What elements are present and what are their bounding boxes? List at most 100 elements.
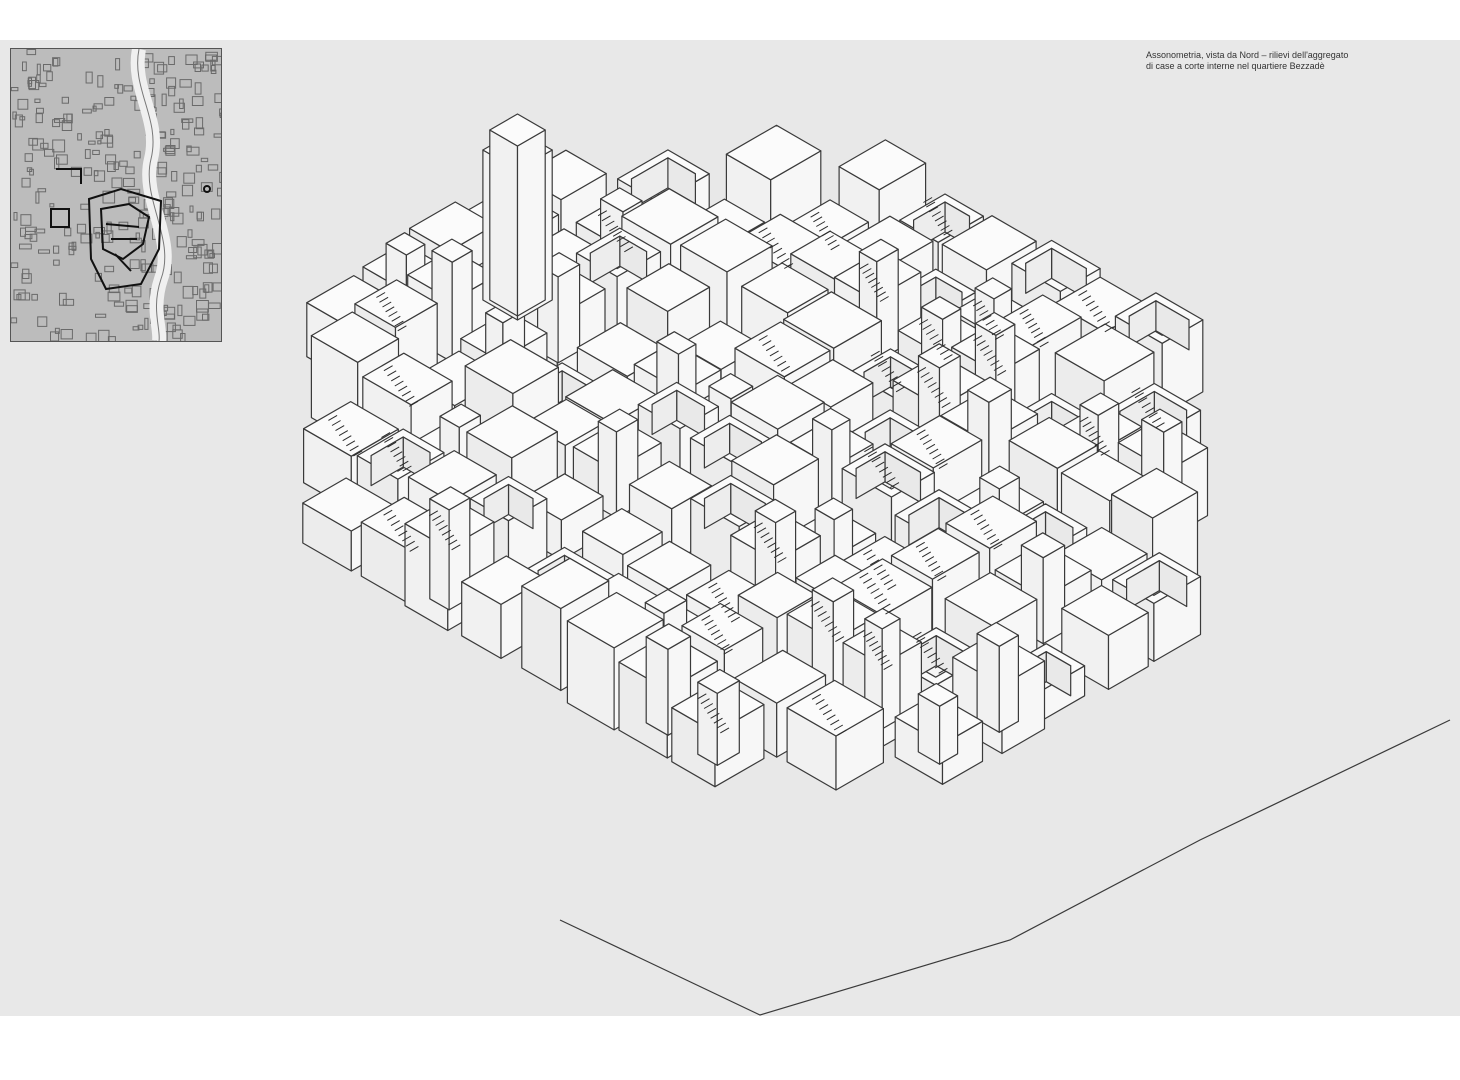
stair-hatch: [976, 340, 986, 347]
stair-hatch: [921, 551, 932, 558]
stair-hatch: [918, 546, 929, 553]
stair-hatch: [402, 535, 412, 542]
inset-map-texture: [28, 76, 37, 90]
inset-map-texture: [113, 161, 119, 170]
stair-hatch: [939, 349, 950, 356]
inset-map-texture: [117, 84, 124, 94]
inset-map-texture: [104, 265, 115, 273]
inset-map-texture: [208, 302, 221, 309]
stair-hatch: [815, 698, 825, 705]
inset-map-texture: [52, 119, 61, 128]
stair-hatch: [873, 564, 883, 571]
inset-map-texture: [59, 292, 67, 306]
stair-hatch: [346, 440, 356, 447]
stair-hatch: [717, 639, 727, 645]
inset-map-texture: [104, 129, 110, 137]
inset-map-texture: [166, 77, 177, 89]
stair-hatch: [979, 310, 989, 316]
inset-map-texture: [32, 138, 44, 151]
inset-map-texture: [199, 288, 207, 299]
inset-map-texture: [20, 227, 26, 237]
inset-map-texture: [22, 61, 27, 72]
stair-hatch: [601, 215, 611, 222]
stair-hatch: [866, 636, 876, 643]
stair-hatch: [932, 339, 943, 346]
inset-map-texture: [54, 327, 60, 334]
stair-hatch: [922, 324, 932, 330]
stair-hatch: [866, 554, 876, 561]
stair-hatch: [727, 611, 737, 618]
stair-hatch: [707, 707, 717, 714]
inset-map-texture: [106, 135, 114, 148]
inset-map-texture: [40, 142, 49, 149]
stair-hatch: [383, 509, 393, 516]
stair-hatch: [883, 579, 893, 586]
inset-map-texture: [124, 287, 133, 294]
inset-map-texture: [76, 223, 87, 234]
stair-hatch: [934, 570, 944, 577]
inset-map-texture: [217, 187, 221, 197]
inset-map-texture: [61, 96, 70, 104]
stair-hatch: [880, 659, 890, 666]
inset-map-texture: [214, 93, 221, 103]
stair-hatch: [1094, 440, 1104, 447]
stair-hatch: [990, 538, 1000, 545]
stair-hatch: [938, 463, 948, 470]
stair-hatch: [934, 392, 944, 398]
stair-hatch: [765, 345, 776, 352]
inset-map-texture: [164, 198, 175, 210]
inset-map-texture: [123, 85, 133, 92]
stair-hatch: [916, 429, 926, 436]
inset-map-texture: [85, 332, 97, 341]
inset-map-texture: [163, 147, 175, 152]
stair-hatch: [923, 197, 933, 203]
stair-hatch: [881, 366, 891, 372]
stair-hatch: [887, 584, 897, 591]
stair-hatch: [931, 565, 941, 572]
inset-map-texture: [56, 154, 68, 165]
inset-map-texture: [171, 171, 178, 182]
stair-hatch: [870, 350, 880, 357]
inset-map-texture: [104, 97, 115, 106]
stair-hatch: [973, 514, 983, 521]
inset-map-texture: [62, 298, 75, 306]
stair-hatch: [976, 519, 987, 526]
stair-hatch: [885, 608, 895, 615]
inset-map-texture: [194, 63, 202, 72]
inset-map-texture: [21, 273, 32, 284]
inset-map-texture: [107, 291, 121, 302]
stair-hatch: [721, 602, 731, 609]
inset-map-texture: [195, 117, 204, 130]
stair-hatch: [923, 647, 933, 654]
inset-map-texture: [219, 171, 221, 183]
stair-hatch: [831, 631, 841, 637]
stair-hatch: [402, 465, 412, 472]
stair-hatch: [866, 582, 876, 589]
inset-map-texture: [166, 322, 176, 333]
inset-map-texture: [130, 95, 137, 101]
stair-hatch: [385, 306, 395, 313]
inset-map-texture: [83, 167, 93, 176]
inset-map-texture: [92, 105, 97, 112]
inset-map-texture: [71, 241, 77, 251]
stair-hatch: [926, 201, 936, 208]
stair-hatch: [1036, 336, 1046, 343]
inset-map-texture: [111, 177, 123, 189]
stair-hatch: [353, 450, 363, 457]
inset-map-texture: [44, 148, 55, 157]
stair-hatch: [714, 592, 724, 599]
stair-hatch: [937, 575, 947, 582]
stair-hatch: [1145, 407, 1155, 414]
stair-hatch: [700, 698, 710, 705]
inset-map-texture: [20, 214, 32, 226]
inset-map-texture: [185, 255, 197, 260]
inset-map-texture: [95, 231, 100, 239]
stair-hatch: [837, 729, 847, 736]
stair-hatch: [1134, 392, 1144, 399]
stair-hatch: [817, 610, 827, 617]
inset-map-texture: [200, 157, 209, 163]
stair-hatch: [1025, 318, 1035, 325]
stair-hatch: [720, 643, 730, 650]
stair-hatch: [868, 277, 878, 284]
stair-hatch: [1022, 313, 1032, 320]
